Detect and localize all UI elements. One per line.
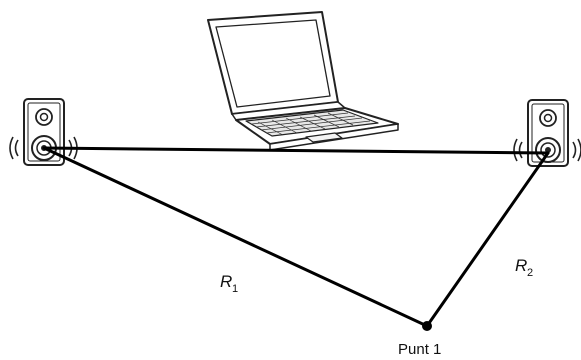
- point-1-marker: [422, 321, 432, 331]
- r1-line: [42, 146, 429, 328]
- speaker-icon: [9, 98, 78, 166]
- laptop-icon: [207, 11, 399, 151]
- point-1-label: Punt 1: [398, 341, 441, 358]
- r1-label: R: [220, 272, 232, 291]
- r2-subscript: 2: [527, 267, 533, 279]
- speaker-connection-line: [42, 146, 550, 155]
- r1-subscript: 1: [232, 283, 238, 295]
- r2-label: R: [515, 256, 527, 275]
- r2-line: [425, 151, 550, 328]
